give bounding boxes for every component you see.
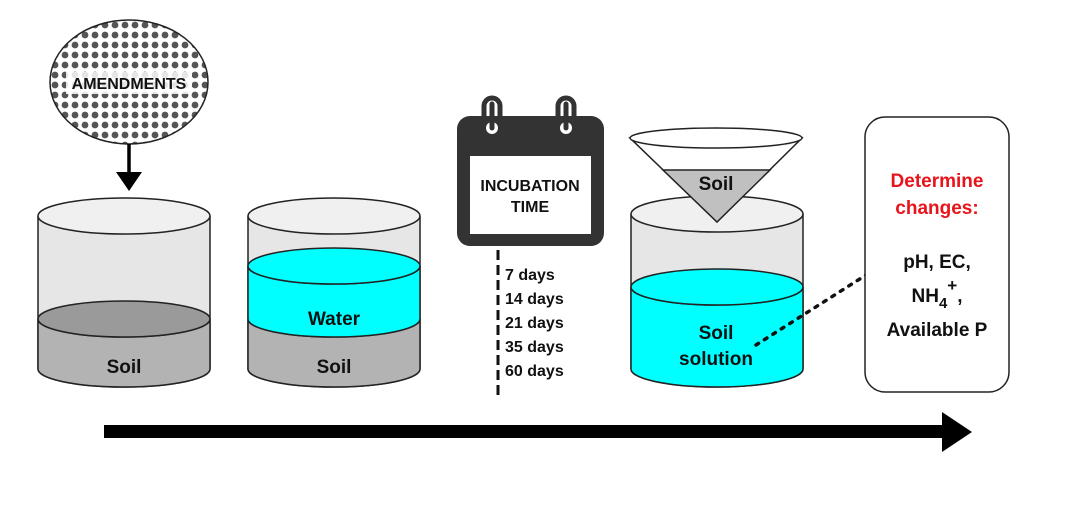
beaker2-soil-label: Soil [317,357,352,378]
results-title-line1: Determine [891,171,984,192]
funnel-soil-label: Soil [699,174,734,195]
incubation-days-list: 7 days 14 days 21 days 35 days 60 days [505,267,564,380]
calendar-icon: INCUBATION TIME [457,95,604,246]
incubation-day-4: 35 days [505,339,564,356]
results-item-ph-ec: pH, EC, [903,252,971,273]
beaker-soil-water: Water Soil [247,197,421,388]
results-box: Determine changes: pH, EC, NH4+, Availab… [864,116,1010,393]
beaker-soil: Soil [37,197,211,388]
incubation-day-5: 60 days [505,363,564,380]
beaker3-line2: solution [679,349,753,370]
filter-funnel: Soil [628,127,804,224]
amendments-node: AMENDMENTS [49,19,209,145]
beaker3-line1: Soil [699,323,734,344]
beaker-soil-solution: Soil solution [630,195,804,388]
amendment-arrow [116,144,142,191]
process-flow-arrow [104,412,972,452]
result-connector [754,273,868,347]
incubation-day-1: 7 days [505,267,555,284]
incubation-line1: INCUBATION [480,178,579,195]
results-title-line2: changes: [895,198,978,219]
incubation-day-2: 14 days [505,291,564,308]
results-item-nh4: NH4+, [911,276,962,312]
beaker1-soil-label: Soil [107,357,142,378]
amendments-label: AMENDMENTS [72,76,187,93]
results-item-available-p: Available P [887,320,988,341]
incubation-day-3: 21 days [505,315,564,332]
beaker2-water-label: Water [308,309,361,330]
incubation-line2: TIME [511,199,550,216]
